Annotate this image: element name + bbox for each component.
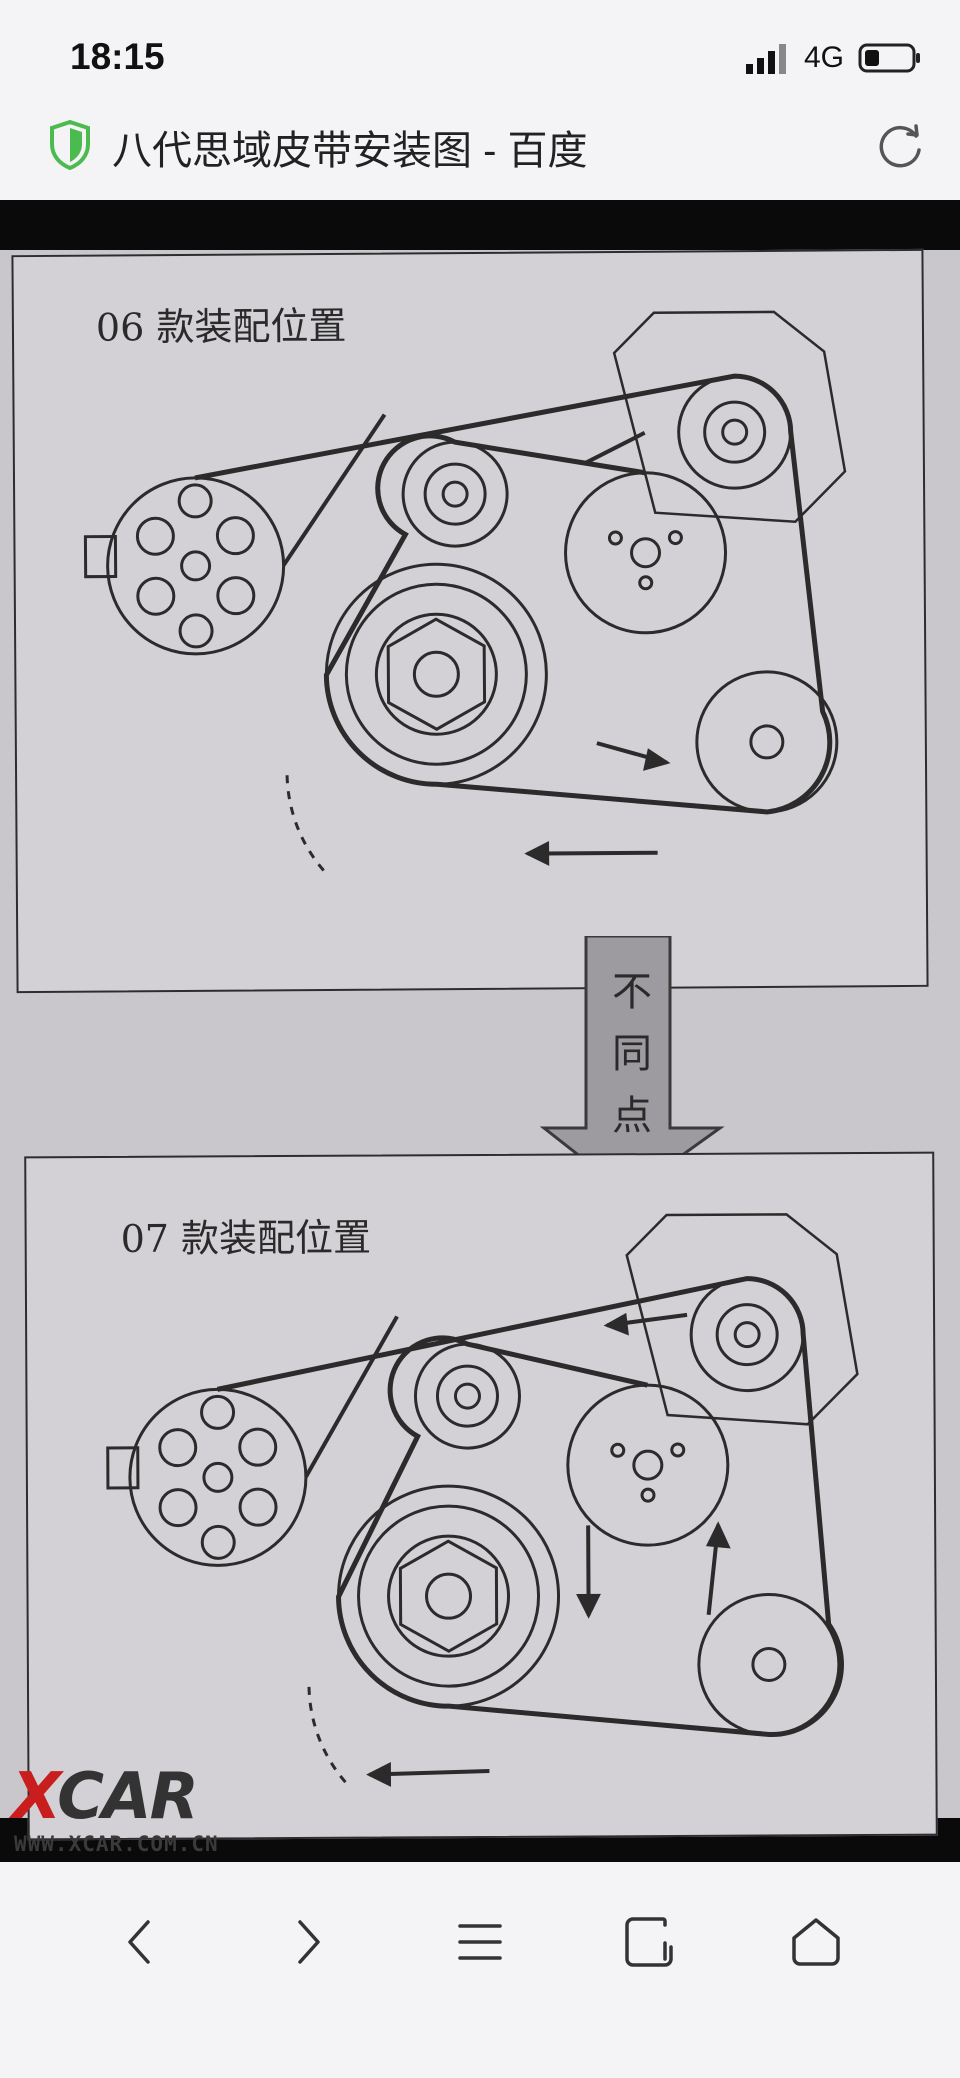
difference-label-3: 点 [612,1093,652,1139]
status-indicators: 4G [745,40,922,76]
belt-routing-diagram-2006 [83,310,847,877]
shield-icon [50,120,90,170]
back-icon [128,1920,150,1964]
difference-label-2: 同 [612,1031,652,1077]
panel-2006: 06 款装配位置 [11,248,929,994]
reload-icon[interactable] [874,120,926,172]
home-button[interactable] [776,1902,856,1982]
menu-button[interactable] [440,1902,520,1982]
signal-icon [745,44,786,74]
watermark-url: WWW.XCAR.COM.CN [14,1832,219,1856]
panel-2007: 07 款装配位置 [24,1151,938,1841]
address-bar[interactable]: 八代思域皮带安装图 - 百度 [0,110,960,200]
watermark-logo-x: X [12,1760,59,1834]
image-viewer[interactable]: 06 款装配位置 [0,200,960,1862]
belt-routing-diagram-2007 [106,1213,859,1788]
browser-nav-bar [0,1862,960,2078]
watermark-logo: XCAR [12,1760,199,1834]
network-label: 4G [803,41,844,74]
difference-label-1: 不 [612,969,652,1015]
forward-icon [298,1920,320,1964]
belt-diagram-photo: 06 款装配位置 [0,248,960,1856]
home-icon [792,1918,840,1966]
status-bar: 18:15 4G [0,0,960,110]
status-time: 18:15 [70,36,165,77]
tabs-button[interactable] [610,1902,690,1982]
forward-button[interactable] [268,1902,348,1982]
battery-icon [858,43,920,73]
xcar-watermark: XCAR WWW.XCAR.COM.CN [12,1760,242,1860]
menu-icon [458,1924,502,1960]
back-button[interactable] [100,1902,180,1982]
tabs-icon [625,1917,673,1967]
page-title: 八代思域皮带安装图 - 百度 [112,129,588,173]
